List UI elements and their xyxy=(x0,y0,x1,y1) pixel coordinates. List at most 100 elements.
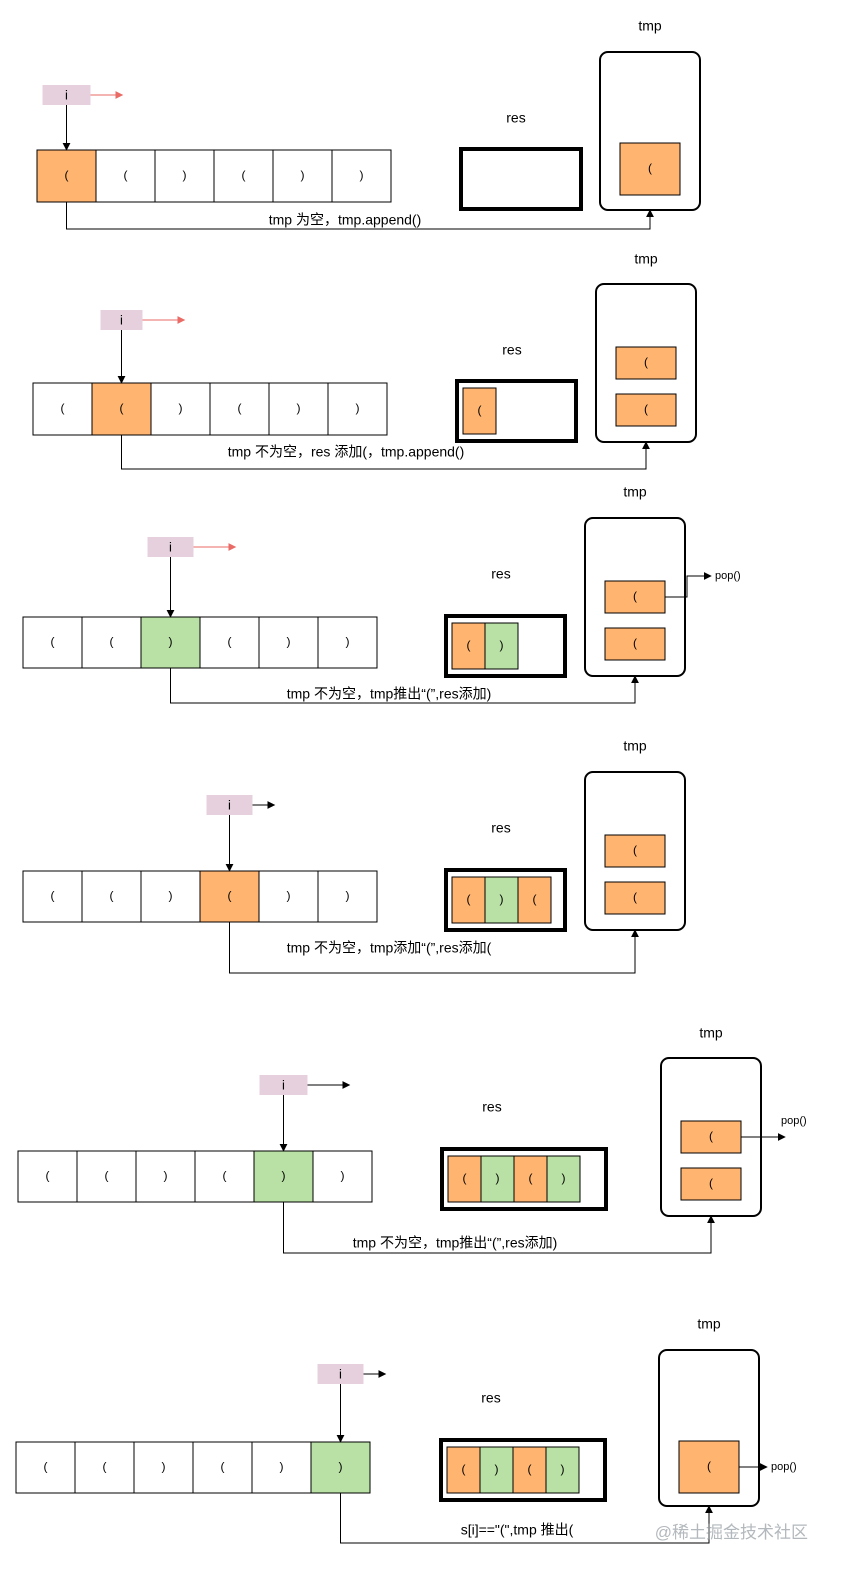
index-pointer-box xyxy=(317,1364,364,1384)
tmp-item xyxy=(615,393,677,427)
res-item-label: ) xyxy=(562,1171,566,1185)
tmp-item xyxy=(604,627,666,661)
array-cell-label: ) xyxy=(297,401,301,415)
array-cell-label: ) xyxy=(162,1460,166,1474)
array-cell-label: ( xyxy=(228,635,232,649)
tmp-item xyxy=(604,834,666,868)
res-item-label: ) xyxy=(495,1462,499,1476)
array-cell-label: ) xyxy=(280,1460,284,1474)
array-cell xyxy=(36,149,97,203)
array-cell-label: ( xyxy=(65,168,69,182)
array-cell xyxy=(22,616,83,669)
tmp-item xyxy=(680,1167,742,1201)
array-cell-label: ( xyxy=(228,889,232,903)
tmp-item-label: ( xyxy=(644,402,648,416)
res-label: res xyxy=(506,110,525,126)
res-item-label: ) xyxy=(496,1171,500,1185)
array-cell xyxy=(258,870,319,923)
res-item xyxy=(546,1155,581,1203)
array-cell xyxy=(76,1150,137,1203)
array-cell-label: ) xyxy=(169,635,173,649)
array-cell-label: ( xyxy=(238,401,242,415)
array-cell-label: ) xyxy=(282,1169,286,1183)
array-cell xyxy=(194,1150,255,1203)
res-label: res xyxy=(491,820,510,836)
tmp-item-label: ( xyxy=(707,1459,711,1473)
flow-connector xyxy=(170,668,639,704)
step-caption: tmp 为空，tmp.append() xyxy=(269,212,422,228)
array-cell xyxy=(199,616,260,669)
array-cell xyxy=(327,382,388,436)
array-cell xyxy=(272,149,333,203)
flow-connector xyxy=(66,202,654,230)
flow-connector xyxy=(340,1493,713,1544)
flow-connector xyxy=(121,435,650,470)
tmp-item xyxy=(604,881,666,915)
res-box xyxy=(459,147,583,211)
tmp-item-label: ( xyxy=(633,843,637,857)
array-cell xyxy=(74,1441,135,1494)
array-cell-label: ( xyxy=(61,401,65,415)
tmp-item xyxy=(680,1120,742,1154)
tmp-item-label: ( xyxy=(633,890,637,904)
tmp-item-label: ( xyxy=(648,161,652,175)
res-item-label: ( xyxy=(478,403,482,417)
tmp-label: tmp xyxy=(623,484,647,500)
index-pointer-box xyxy=(147,537,194,557)
pop-label: pop() xyxy=(715,570,741,582)
array-cell-label: ) xyxy=(339,1460,343,1474)
watermark: @稀土掘金技术社区 xyxy=(655,1523,808,1542)
tmp-label: tmp xyxy=(634,251,658,267)
array-cell-label: ) xyxy=(341,1169,345,1183)
tmp-item-label: ( xyxy=(709,1176,713,1190)
array-cell xyxy=(154,149,215,203)
res-item xyxy=(512,1446,547,1494)
tmp-label: tmp xyxy=(697,1316,721,1332)
array-cell-label: ) xyxy=(183,168,187,182)
array-cell xyxy=(317,616,378,669)
res-item xyxy=(545,1446,580,1494)
tmp-item-label: ( xyxy=(644,355,648,369)
tmp-item-label: ( xyxy=(709,1129,713,1143)
res-item-label: ) xyxy=(561,1462,565,1476)
step-caption: tmp 不为空，tmp推出“(”,res添加) xyxy=(287,686,492,702)
array-cell-label: ) xyxy=(169,889,173,903)
res-item-label: ( xyxy=(533,892,537,906)
array-cell xyxy=(268,382,329,436)
array-cell xyxy=(150,382,211,436)
array-cell-label: ( xyxy=(120,401,124,415)
array-cell-label: ( xyxy=(51,889,55,903)
array-cell-label: ) xyxy=(164,1169,168,1183)
array-cell xyxy=(192,1441,253,1494)
index-pointer-label: i xyxy=(282,1077,285,1092)
pop-label: pop() xyxy=(781,1115,807,1127)
array-cell-label: ( xyxy=(124,168,128,182)
array-cell-label: ( xyxy=(242,168,246,182)
array-cell xyxy=(331,149,392,203)
res-item xyxy=(484,622,519,670)
res-item xyxy=(484,876,519,924)
array-cell xyxy=(140,870,201,923)
array-cell-label: ) xyxy=(346,889,350,903)
tmp-item xyxy=(604,580,666,614)
array-cell xyxy=(199,870,260,923)
res-item xyxy=(479,1446,514,1494)
array-cell xyxy=(310,1441,371,1494)
index-pointer-label: i xyxy=(228,797,231,812)
array-cell xyxy=(258,616,319,669)
step-caption: tmp 不为空，tmp添加“(”,res添加( xyxy=(287,940,492,956)
array-cell xyxy=(312,1150,373,1203)
tmp-item xyxy=(619,142,681,196)
res-item xyxy=(447,1155,482,1203)
pop-arrow xyxy=(665,572,712,598)
res-item xyxy=(517,876,552,924)
array-cell-label: ( xyxy=(110,889,114,903)
res-item-label: ( xyxy=(528,1462,532,1476)
res-item-label: ( xyxy=(467,892,471,906)
array-cell-label: ) xyxy=(360,168,364,182)
step-caption: tmp 不为空，res 添加(，tmp.append() xyxy=(228,444,465,460)
